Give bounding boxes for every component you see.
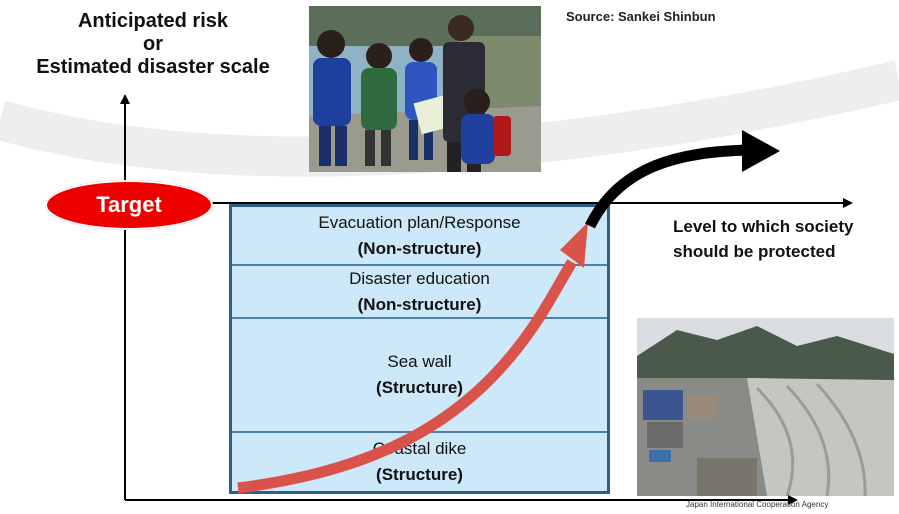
measure-title: Evacuation plan/Response [318,212,521,232]
protection-level-label: Level to which society should be protect… [673,214,883,264]
source-caption: Source: Sankei Shinbun [566,9,716,24]
y-axis-label-line2: or [143,33,163,55]
measure-type: (Structure) [376,378,463,397]
y-axis-label: Anticipated risk or Estimated disaster s… [0,10,306,79]
coastal-sea-wall-photo [637,318,894,496]
measure-type: (Non-structure) [357,238,482,258]
measure-title: Sea wall [387,352,452,371]
target-label: Target [96,192,162,217]
black-continuation-arrowhead [742,130,780,172]
measure-type: (Non-structure) [357,294,482,314]
black-continuation-arrow [585,144,749,229]
red-growth-arrowhead [560,222,588,268]
students-with-teacher-photo [309,6,541,172]
y-axis-label-line3: Estimated disaster scale [36,56,270,78]
footer-organization: Japan International Cooperation Agency [686,500,829,509]
target-badge: Target [45,180,213,230]
measure-title: Disaster education [349,268,490,288]
countermeasure-stack: Evacuation plan/Response (Non-structure)… [229,204,610,494]
y-axis-label-line1: Anticipated risk [77,10,229,32]
protection-level-line1: Level to which society [673,217,854,236]
measure-evacuation-plan: Evacuation plan/Response (Non-structure) [232,207,607,266]
red-growth-arrow [237,259,577,494]
measure-type: (Structure) [376,465,463,484]
protection-level-line2: should be protected [673,242,836,261]
measure-disaster-education: Disaster education (Non-structure) [232,266,607,319]
